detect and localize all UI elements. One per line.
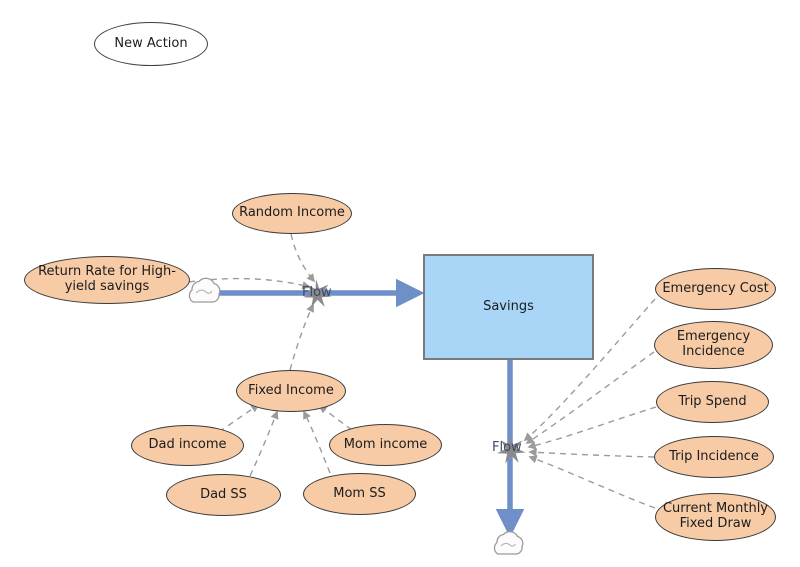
flow-label-inflow: Flow — [302, 285, 332, 300]
aux-return-rate-label: Return Rate for High-yield savings — [38, 264, 176, 294]
link-trip-spend-to-outflow — [527, 406, 657, 450]
aux-trip-spend[interactable]: Trip Spend — [656, 381, 769, 423]
stock-savings-label: Savings — [483, 298, 534, 314]
link-fixed-income-to-inflow — [289, 303, 314, 371]
aux-mom-ss-label: Mom SS — [333, 485, 386, 501]
aux-current-fixed-draw[interactable]: Current Monthly Fixed Draw — [655, 493, 776, 541]
aux-trip-incidence-label: Trip Incidence — [669, 448, 759, 464]
stock-savings[interactable]: Savings — [423, 254, 594, 360]
aux-emergency-cost-label: Emergency Cost — [662, 280, 769, 296]
cloud-sink-bottom-icon — [493, 531, 524, 555]
aux-dad-income-label: Dad income — [148, 437, 227, 453]
aux-mom-income[interactable]: Mom income — [329, 424, 442, 466]
flow-label-outflow: Flow — [492, 440, 522, 455]
link-emergency-incidence-to-outflow — [525, 351, 655, 444]
aux-emergency-incidence-label: Emergency Incidence — [676, 329, 751, 359]
link-mom-ss-to-fixed-income — [303, 410, 331, 474]
aux-emergency-cost[interactable]: Emergency Cost — [655, 268, 776, 310]
link-current-fixed-draw-to-outflow — [528, 455, 656, 509]
aux-mom-income-label: Mom income — [343, 436, 428, 452]
link-mom-income-to-fixed-income — [318, 404, 353, 431]
aux-current-fixed-draw-label: Current Monthly Fixed Draw — [662, 501, 768, 531]
aux-dad-ss-label: Dad SS — [200, 486, 247, 502]
aux-trip-spend-label: Trip Spend — [678, 393, 747, 409]
new-action-node[interactable]: New Action — [94, 22, 208, 66]
new-action-label: New Action — [114, 35, 188, 51]
aux-random-income-label: Random Income — [239, 205, 345, 221]
aux-fixed-income-label: Fixed Income — [248, 382, 334, 398]
aux-trip-incidence[interactable]: Trip Incidence — [654, 436, 774, 478]
link-dad-income-to-fixed-income — [218, 404, 260, 433]
link-dad-ss-to-fixed-income — [249, 410, 279, 477]
aux-mom-ss[interactable]: Mom SS — [303, 473, 416, 515]
aux-return-rate[interactable]: Return Rate for High-yield savings — [24, 256, 190, 304]
cloud-source-left-icon — [188, 277, 221, 303]
aux-fixed-income[interactable]: Fixed Income — [236, 370, 346, 412]
link-trip-incidence-to-outflow — [528, 448, 655, 458]
link-random-income-to-inflow — [290, 233, 316, 283]
aux-dad-ss[interactable]: Dad SS — [166, 474, 281, 516]
aux-emergency-incidence[interactable]: Emergency Incidence — [654, 321, 773, 369]
aux-random-income[interactable]: Random Income — [232, 193, 352, 234]
valve-inflow-icon[interactable] — [302, 279, 332, 308]
valve-outflow-icon[interactable] — [497, 435, 526, 464]
link-emergency-cost-to-outflow — [523, 298, 656, 442]
aux-dad-income[interactable]: Dad income — [131, 425, 244, 466]
